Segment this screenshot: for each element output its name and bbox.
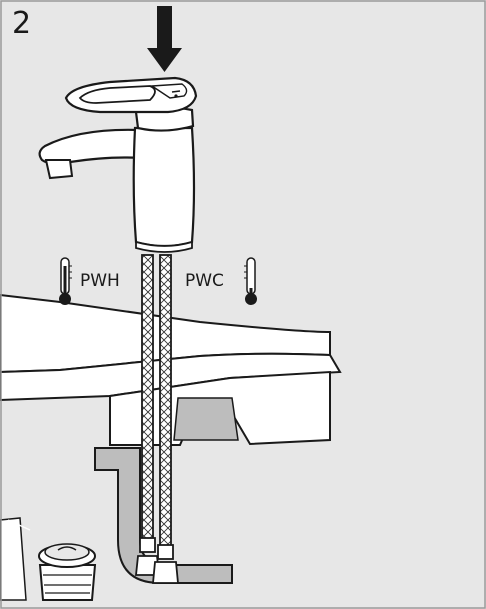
- mounting-block: [173, 397, 239, 441]
- cold-water-label: PWC: [185, 271, 224, 291]
- hose-hot: [141, 254, 154, 546]
- thermometer-cold-icon: [244, 257, 257, 305]
- hose-cold: [159, 254, 172, 551]
- lever-handle: [64, 76, 198, 132]
- basin-edge: [0, 517, 27, 601]
- step-number: 2: [12, 6, 32, 41]
- faucet-base-ring: [135, 240, 193, 253]
- hot-water-label: PWH: [80, 271, 120, 291]
- hose-nut-cold: [152, 544, 179, 584]
- highlight-line: [7, 519, 31, 531]
- faucet-body: [132, 126, 196, 248]
- faucet-spout: [38, 128, 142, 165]
- thermometer-hot-icon: [59, 257, 72, 305]
- spout-aerator: [44, 159, 74, 180]
- drain-plug: [38, 543, 97, 601]
- arrow-down-icon: [147, 6, 182, 72]
